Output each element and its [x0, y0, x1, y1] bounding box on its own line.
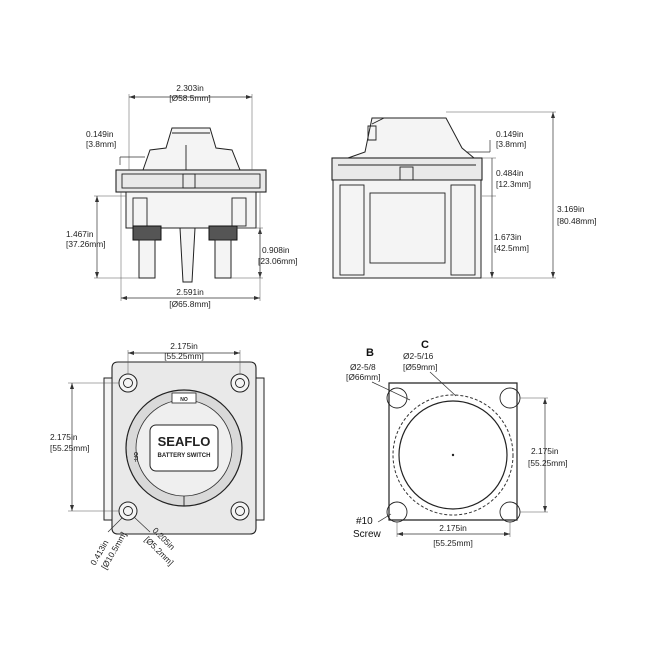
top-width-metric: [55.25mm] — [164, 351, 204, 361]
left-nut — [132, 225, 162, 241]
center-post — [179, 227, 196, 283]
front-flange — [115, 169, 267, 193]
side-total-height-metric: [80.48mm] — [557, 216, 597, 226]
front-knob-offset-value: 0.149in — [86, 129, 114, 139]
front-view: 2.303in [Ø58.5mm] 0.149in [3.8mm] 1.467i… — [66, 83, 298, 309]
side-knob-offset-metric: [3.8mm] — [496, 139, 526, 149]
cutout-height-metric: [55.25mm] — [528, 458, 568, 468]
front-knob — [142, 127, 241, 171]
screw-label-2: Screw — [353, 529, 382, 540]
front-base-width-value: 2.591in — [176, 287, 204, 297]
hole-top-left — [118, 373, 138, 393]
brand-badge — [149, 424, 219, 472]
on-label: NO — [180, 397, 188, 403]
cutout-hole-tl — [386, 387, 408, 409]
off-label: OFF — [132, 452, 138, 462]
cutout-width-metric: [55.25mm] — [433, 538, 473, 548]
dia-b-metric: [Ø66mm] — [346, 372, 380, 382]
front-body-height-value: 1.467in — [66, 229, 94, 239]
front-stud-height-metric: [23.06mm] — [258, 256, 298, 266]
side-body — [332, 179, 482, 279]
cutout-hole-bl — [386, 501, 408, 523]
front-body — [125, 191, 257, 229]
on-label-box — [171, 392, 197, 404]
front-body-height-metric: [37.26mm] — [66, 239, 106, 249]
circle-c — [398, 400, 508, 510]
circle-b — [392, 394, 514, 516]
front-top-width-metric: [Ø58.5mm] — [169, 93, 210, 103]
front-stud-height-value: 0.908in — [262, 245, 290, 255]
top-height-value: 2.175in — [50, 432, 78, 442]
brand-subtitle: BATTERY SWITCH — [158, 453, 211, 459]
dia-b-value: Ø2-5/8 — [350, 362, 376, 372]
left-stud — [138, 239, 156, 279]
side-total-height-value: 3.169in — [557, 204, 585, 214]
side-knob-offset-value: 0.149in — [496, 129, 524, 139]
side-knob — [347, 117, 476, 159]
side-body-height-value: 1.673in — [494, 232, 522, 242]
hole-top-right — [230, 373, 250, 393]
cutout-plate — [388, 382, 518, 521]
side-view: 0.149in [3.8mm] 0.484in [12.3mm] 1.673in… — [331, 111, 597, 279]
label-c: C — [421, 339, 429, 351]
side-body-height-metric: [42.5mm] — [494, 243, 529, 253]
side-flange — [331, 157, 483, 181]
cutout-view: B C Ø2-5/8 [Ø66mm] Ø2-5/16 [Ø59mm] 2.175… — [346, 339, 568, 548]
front-base-width-metric: [Ø65.8mm] — [169, 299, 210, 309]
front-top-width-value: 2.303in — [176, 83, 204, 93]
hole-bottom-right — [230, 501, 250, 521]
cutout-height-value: 2.175in — [531, 446, 559, 456]
side-flange-height-metric: [12.3mm] — [496, 179, 531, 189]
cutout-width-value: 2.175in — [439, 523, 467, 533]
right-stud — [214, 239, 232, 279]
top-width-value: 2.175in — [170, 341, 198, 351]
front-knob-offset-metric: [3.8mm] — [86, 139, 116, 149]
side-flange-height-value: 0.484in — [496, 168, 524, 178]
brand-name: SEAFLO — [158, 434, 211, 449]
screw-label: #10 — [356, 516, 373, 527]
top-view: NO SEAFLO BATTERY SWITCH OFF 2.175in [55… — [50, 341, 265, 571]
top-height-metric: [55.25mm] — [50, 443, 90, 453]
dia-c-value: Ø2-5/16 — [403, 351, 434, 361]
dia-c-metric: [Ø59mm] — [403, 362, 437, 372]
label-b: B — [366, 347, 374, 359]
